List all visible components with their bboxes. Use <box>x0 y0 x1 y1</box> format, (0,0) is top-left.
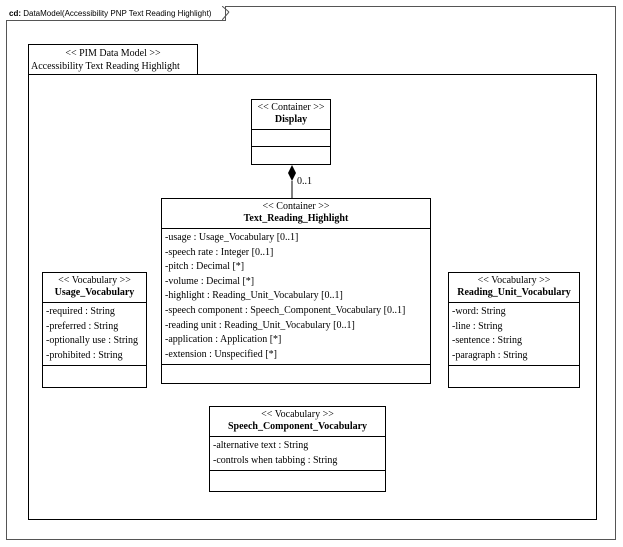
operations-section <box>43 366 146 380</box>
class-header: << Vocabulary >> Reading_Unit_Vocabulary <box>449 273 579 303</box>
attributes-section: -required : String -preferred : String -… <box>43 303 146 367</box>
attribute: -extension : Unspecified [*] <box>165 348 277 360</box>
attribute: -required : String <box>46 306 115 317</box>
association-multiplicity: 0..1 <box>297 176 312 187</box>
attribute: -prohibited : String <box>46 349 123 361</box>
class-name: Text_Reading_Highlight <box>243 213 349 224</box>
attributes-section: -alternative text : String -controls whe… <box>210 437 385 472</box>
frame-title-tab: cd: DataModel(Accessibility PNP Text Rea… <box>6 6 227 21</box>
attribute: -highlight : Reading_Unit_Vocabulary [0.… <box>165 290 343 302</box>
attribute: -speech component : Speech_Component_Voc… <box>165 304 406 316</box>
attributes-section: -usage : Usage_Vocabulary [0..1] -speech… <box>162 229 430 366</box>
class-name: Usage_Vocabulary <box>54 287 135 298</box>
class-header: << Vocabulary >> Speech_Component_Vocabu… <box>210 407 385 437</box>
attribute: -alternative text : String <box>213 440 309 451</box>
class-display[interactable]: << Container >> Display <box>251 99 331 165</box>
class-stereotype: << Vocabulary >> <box>477 275 551 286</box>
class-stereotype: << Vocabulary >> <box>261 409 334 420</box>
class-name: Display <box>274 114 308 125</box>
class-stereotype: << Container >> <box>262 201 330 212</box>
class-name: Speech_Component_Vocabulary <box>227 421 368 432</box>
attribute: -optionally use : String <box>46 335 138 347</box>
attribute: -volume : Decimal [*] <box>165 275 255 287</box>
class-header: << Container >> Display <box>252 100 330 130</box>
attribute: -pitch : Decimal [*] <box>165 261 245 273</box>
operations-section <box>162 365 430 379</box>
attributes-section: -word: String -line : String -sentence :… <box>449 303 579 367</box>
class-usage-vocabulary[interactable]: << Vocabulary >> Usage_Vocabulary -requi… <box>42 272 147 388</box>
attribute: -preferred : String <box>46 320 119 332</box>
attribute: -usage : Usage_Vocabulary [0..1] <box>165 232 299 243</box>
attribute: -reading unit : Reading_Unit_Vocabulary … <box>165 319 355 331</box>
diagram-frame <box>6 6 616 540</box>
frame-tab-corner <box>222 6 230 21</box>
operations-section <box>210 471 385 485</box>
attribute: -line : String <box>452 320 503 332</box>
attribute: -paragraph : String <box>452 349 528 361</box>
frame-kind: cd: <box>9 9 21 18</box>
attribute: -speech rate : Integer [0..1] <box>165 246 274 258</box>
attribute: -application : Application [*] <box>165 334 282 346</box>
frame-title: DataModel(Accessibility PNP Text Reading… <box>23 9 212 18</box>
operations-section <box>252 147 330 161</box>
class-header: << Container >> Text_Reading_Highlight <box>162 199 430 229</box>
attributes-section <box>252 130 330 147</box>
class-text-reading-highlight[interactable]: << Container >> Text_Reading_Highlight -… <box>161 198 431 384</box>
package-stereotype: << PIM Data Model >> <box>65 48 161 59</box>
class-speech-component-vocabulary[interactable]: << Vocabulary >> Speech_Component_Vocabu… <box>209 406 386 492</box>
composition-diamond <box>288 165 296 181</box>
class-stereotype: << Container >> <box>257 102 325 113</box>
class-reading-unit-vocabulary[interactable]: << Vocabulary >> Reading_Unit_Vocabulary… <box>448 272 580 388</box>
attribute: -word: String <box>452 306 506 317</box>
attribute: -controls when tabbing : String <box>213 454 338 466</box>
package-name: Accessibility Text Reading Highlight <box>31 61 180 72</box>
class-name: Reading_Unit_Vocabulary <box>457 287 571 298</box>
operations-section <box>449 366 579 380</box>
class-stereotype: << Vocabulary >> <box>58 275 131 286</box>
class-header: << Vocabulary >> Usage_Vocabulary <box>43 273 146 303</box>
attribute: -sentence : String <box>452 335 522 347</box>
